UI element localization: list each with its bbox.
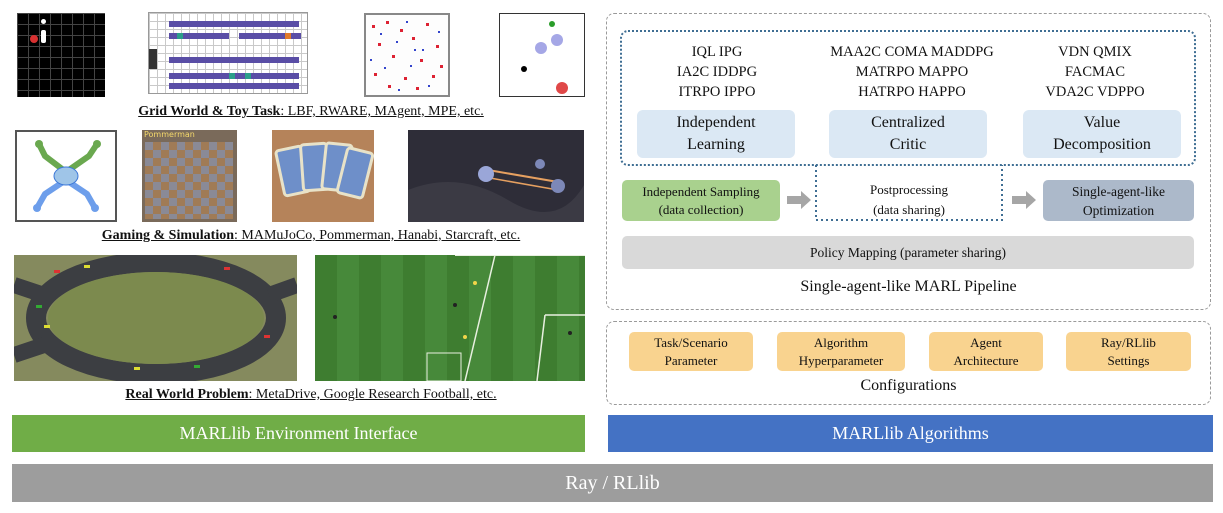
hanabi-thumbnail — [272, 130, 374, 222]
algorithms-bar: MARLlib Algorithms — [608, 415, 1213, 452]
ray-rllib-bar: Ray / RLlib — [12, 464, 1213, 502]
starcraft-thumbnail — [408, 130, 584, 222]
pommerman-thumbnail: Pommerman — [142, 130, 237, 222]
environment-interface-bar: MARLlib Environment Interface — [12, 415, 585, 452]
real-world-caption: Real World Problem: MetaDrive, Google Re… — [125, 387, 497, 402]
mpe-particles — [521, 21, 568, 94]
pipeline-title: Single-agent-like MARL Pipeline — [800, 278, 1017, 295]
gaming-caption: Gaming & Simulation: MAMuJoCo, Pommerman… — [101, 228, 521, 243]
starcraft-battle — [408, 130, 584, 222]
lbf-thumbnail — [17, 13, 105, 97]
policy-mapping-bar: Policy Mapping (parameter sharing) — [622, 236, 1194, 269]
mpe-thumbnail — [499, 13, 585, 97]
apple-icon — [30, 35, 38, 43]
ant-robot-icon — [33, 140, 101, 212]
metadrive-thumbnail — [14, 255, 297, 381]
cards-icon — [274, 141, 374, 200]
postprocessing-label: Postprocessing(data sharing) — [870, 182, 948, 217]
configurations-box — [606, 321, 1211, 405]
algorithm-group-box — [620, 30, 1196, 166]
arrow-right-icon — [787, 191, 811, 209]
independent-sampling-box: Independent Sampling(data collection) — [622, 180, 780, 221]
magent-agents — [370, 21, 443, 91]
football-pitch — [333, 255, 585, 381]
rware-thumbnail — [148, 12, 308, 94]
grid-world-caption: Grid World & Toy Task: LBF, RWARE, MAgen… — [138, 104, 484, 119]
football-thumbnail — [315, 255, 585, 381]
mamujoco-thumbnail — [15, 130, 117, 222]
pipeline-box — [606, 13, 1211, 310]
magent-thumbnail — [364, 13, 450, 97]
configurations-title: Configurations — [860, 377, 957, 394]
agent-icon — [41, 19, 46, 24]
agent-icon — [41, 30, 46, 43]
arrow-right-icon — [1012, 191, 1036, 209]
pommerman-title: Pommerman — [144, 130, 195, 139]
roundabout-road — [14, 255, 297, 381]
